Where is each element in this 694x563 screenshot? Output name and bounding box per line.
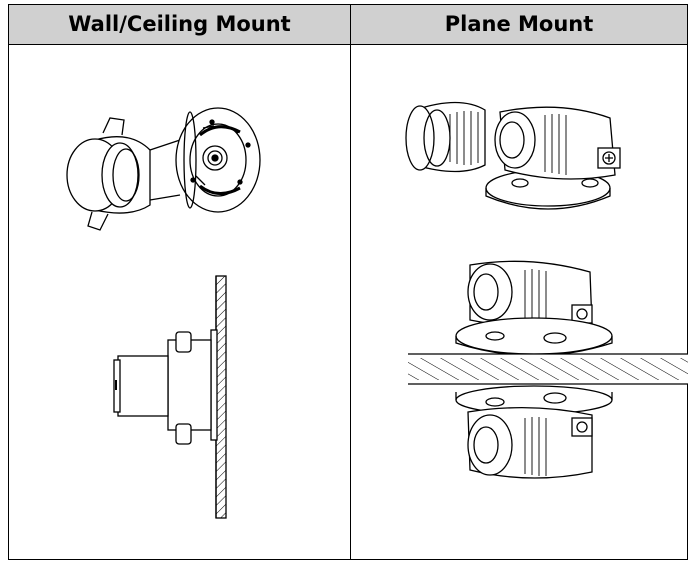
table-header-row: Wall/Ceiling Mount Plane Mount [9, 5, 687, 45]
mount-comparison-table: Wall/Ceiling Mount Plane Mount [8, 4, 688, 560]
header-plane-mount: Plane Mount [444, 12, 594, 36]
header-wall-ceiling-mount: Wall/Ceiling Mount [68, 12, 291, 36]
plane-mount-through-surface-figure [408, 260, 688, 479]
wall-mount-side-section-figure [113, 275, 227, 519]
wall-mount-exploded-figure [66, 107, 261, 231]
column-divider [350, 5, 351, 559]
plane-mount-exploded-figure [405, 101, 621, 210]
